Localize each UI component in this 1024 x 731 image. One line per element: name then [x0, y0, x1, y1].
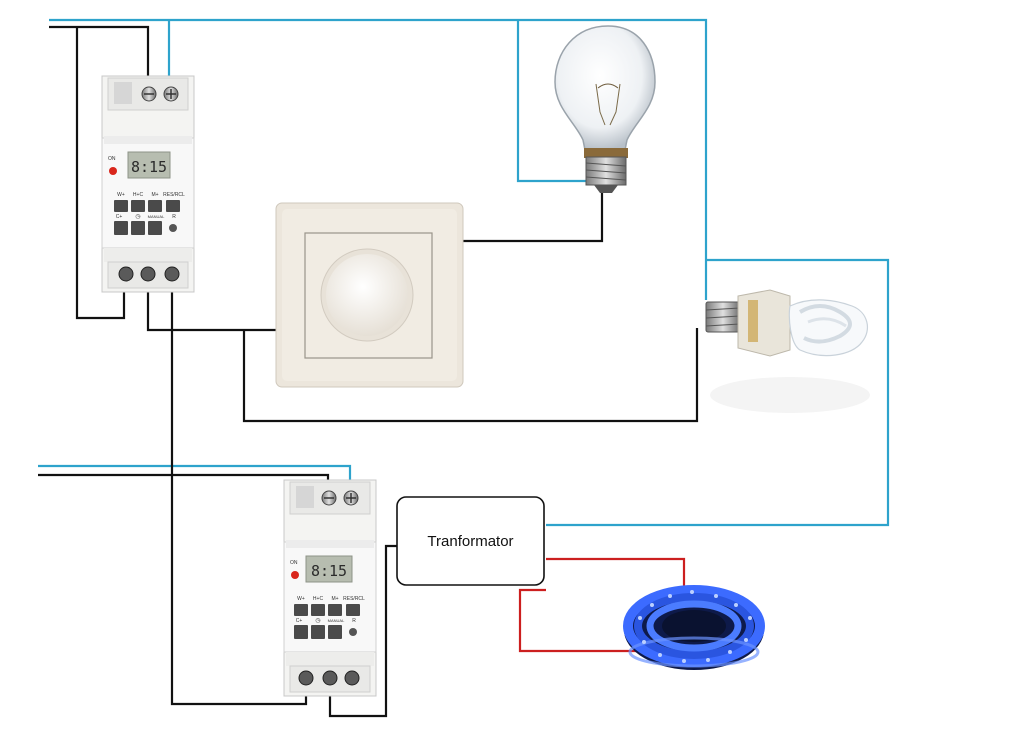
neutral-wire-top [49, 25, 150, 85]
terminal-screw-icon [141, 86, 157, 102]
button-label-r: R [352, 618, 356, 624]
timer-display: 8:15 [131, 158, 167, 176]
button-label-clock: ◷ [315, 618, 320, 624]
live-wire-bulb-loop [516, 20, 590, 183]
dimmer-to-bulb [463, 193, 604, 243]
button-label-m: M+ [331, 596, 338, 602]
button-label-clock: ◷ [135, 214, 140, 220]
button-label-res: RES/RCL [343, 596, 365, 602]
button-label-w: W+ [297, 596, 305, 602]
dimmer-switch-icon [275, 202, 464, 388]
led-wire-minus [518, 588, 642, 653]
button-label-h: H+C [313, 596, 324, 602]
button-label-manual: MANUAL [328, 618, 345, 623]
button-label-m: M+ [151, 192, 158, 198]
transformer-box [396, 496, 545, 586]
neutral-wire-left-loop [75, 27, 126, 320]
switched-wire-dimmer [146, 284, 276, 332]
incandescent-bulb-icon [554, 25, 656, 193]
button-label-w: W+ [117, 192, 125, 198]
live-wire-top [49, 18, 708, 260]
timer-on-label: ON [290, 560, 298, 566]
button-label-h: H+C [133, 192, 144, 198]
button-label-res: RES/RCL [163, 192, 185, 198]
button-label-c: C+ [116, 214, 123, 220]
timer-switch-1: ON 8:15 W+ H+C M+ RES/RCL C+ ◷ MANUAL R [101, 75, 195, 293]
timer-on-label: ON [108, 156, 116, 162]
timer2-to-transformer [328, 544, 397, 718]
terminal-screw-icon [163, 86, 179, 102]
power-led-icon [291, 571, 299, 579]
terminal-screw-icon [343, 490, 359, 506]
live-wire-cfl [546, 258, 890, 527]
timer-switch-2: ON 8:15 W+ H+C M+ RES/RCL C+ ◷ MANUAL R [283, 479, 377, 697]
dimmer-to-cfl [242, 328, 699, 423]
power-led-icon [109, 167, 117, 175]
cfl-bulb-icon [705, 289, 870, 413]
button-label-manual: MANUAL [148, 214, 165, 219]
button-label-r: R [172, 214, 176, 220]
terminal-screw-icon [321, 490, 337, 506]
led-strip-reel-icon [623, 585, 765, 670]
button-label-c: C+ [296, 618, 303, 624]
timer-display: 8:15 [311, 562, 347, 580]
led-wire-plus [546, 557, 686, 592]
